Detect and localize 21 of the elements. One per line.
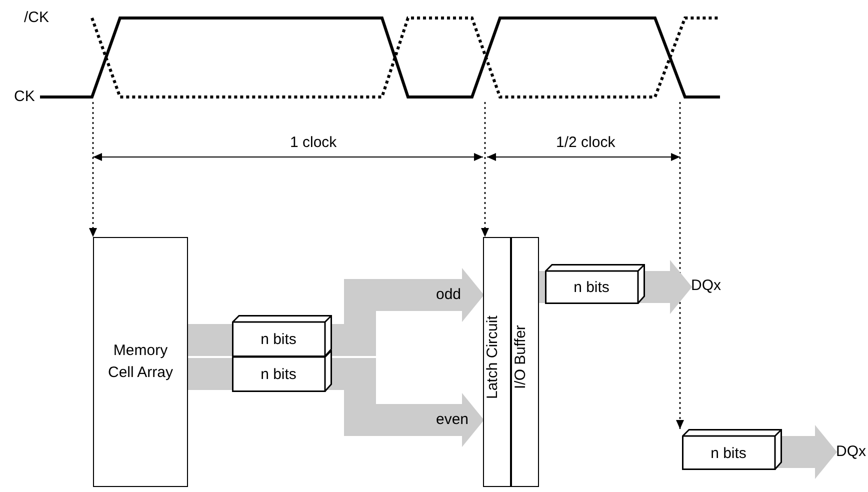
data-flow-arrow <box>638 260 692 314</box>
data-flow-band <box>188 358 232 390</box>
memory-array-block: Memory Cell Array <box>93 237 188 487</box>
bit-block: n bits <box>545 264 645 304</box>
output-label: DQx <box>836 443 866 460</box>
dimension-label: 1/2 clock <box>556 134 616 151</box>
bit-block: n bits <box>232 315 332 357</box>
dotted-arrow <box>676 102 684 429</box>
data-flow-arrow <box>325 358 484 447</box>
data-flow-arrow <box>775 425 837 479</box>
circuit-block: Latch Circuit <box>483 237 511 487</box>
dimension-label: 1 clock <box>290 134 337 151</box>
bit-block: n bits <box>682 429 782 470</box>
signal-name: /CK <box>24 9 50 26</box>
output-label: DQx <box>691 277 721 294</box>
dotted-arrow <box>89 102 97 237</box>
dotted-arrow <box>481 102 489 237</box>
signal-name: CK <box>14 88 35 105</box>
data-flow-band <box>539 271 545 303</box>
data-flow-band <box>188 324 232 356</box>
circuit-block: I/O Buffer <box>511 237 539 487</box>
